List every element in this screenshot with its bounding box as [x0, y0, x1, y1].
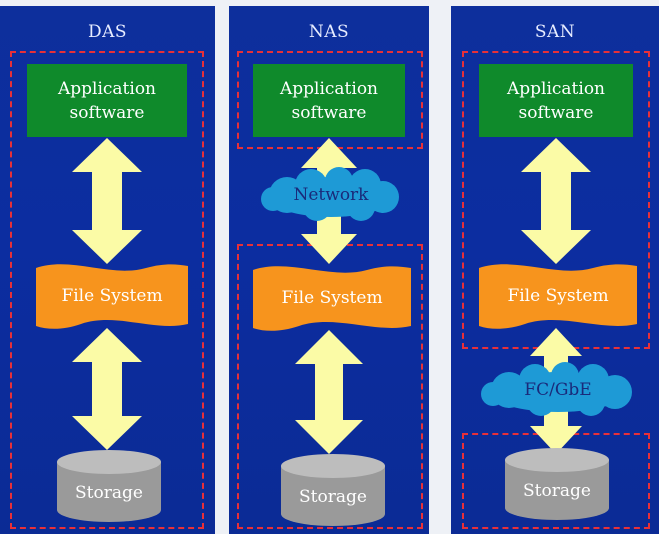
das-file-system: File System — [36, 262, 188, 330]
san-app-line2: software — [518, 102, 594, 123]
san-storage-label: Storage — [523, 481, 591, 501]
nas-panel: NAS Application software Network — [229, 6, 429, 534]
nas-app-line1: Application — [279, 78, 379, 99]
san-app-fs-arrow — [521, 138, 591, 264]
das-app-fs-arrow — [72, 138, 142, 264]
san-fc-gbe-label: FC/GbE — [524, 380, 592, 400]
nas-app-line2: software — [291, 102, 367, 123]
nas-application-software-box: Application software — [253, 64, 405, 137]
nas-storage-cylinder: Storage — [281, 454, 385, 526]
nas-network-label: Network — [293, 185, 369, 205]
san-app-line1: Application — [506, 78, 606, 99]
nas-fs-label: File System — [281, 288, 383, 308]
das-app-line1: Application — [57, 78, 157, 99]
san-panel: SAN Application software File System — [451, 6, 659, 534]
san-fc-gbe-cloud: FC/GbE — [477, 362, 639, 416]
das-fs-label: File System — [61, 286, 163, 306]
san-file-system: File System — [479, 262, 637, 330]
san-fs-label: File System — [507, 286, 609, 306]
das-application-software-box: Application software — [27, 64, 187, 137]
das-app-line2: software — [69, 102, 145, 123]
san-title: SAN — [534, 22, 576, 42]
nas-storage-label: Storage — [299, 487, 367, 507]
das-dashed-boundary — [10, 51, 204, 529]
nas-title: NAS — [308, 22, 350, 42]
san-application-software-box: Application software — [479, 64, 633, 137]
san-storage-cylinder: Storage — [505, 448, 609, 520]
das-storage-label: Storage — [75, 483, 143, 503]
nas-fs-storage-arrow — [295, 330, 363, 454]
nas-file-system: File System — [253, 264, 411, 332]
nas-network-cloud: Network — [257, 167, 405, 221]
das-panel: DAS Application software File System Sto… — [0, 6, 215, 534]
das-title: DAS — [87, 22, 128, 42]
das-fs-storage-arrow — [72, 328, 142, 450]
das-storage-cylinder: Storage — [57, 450, 161, 522]
